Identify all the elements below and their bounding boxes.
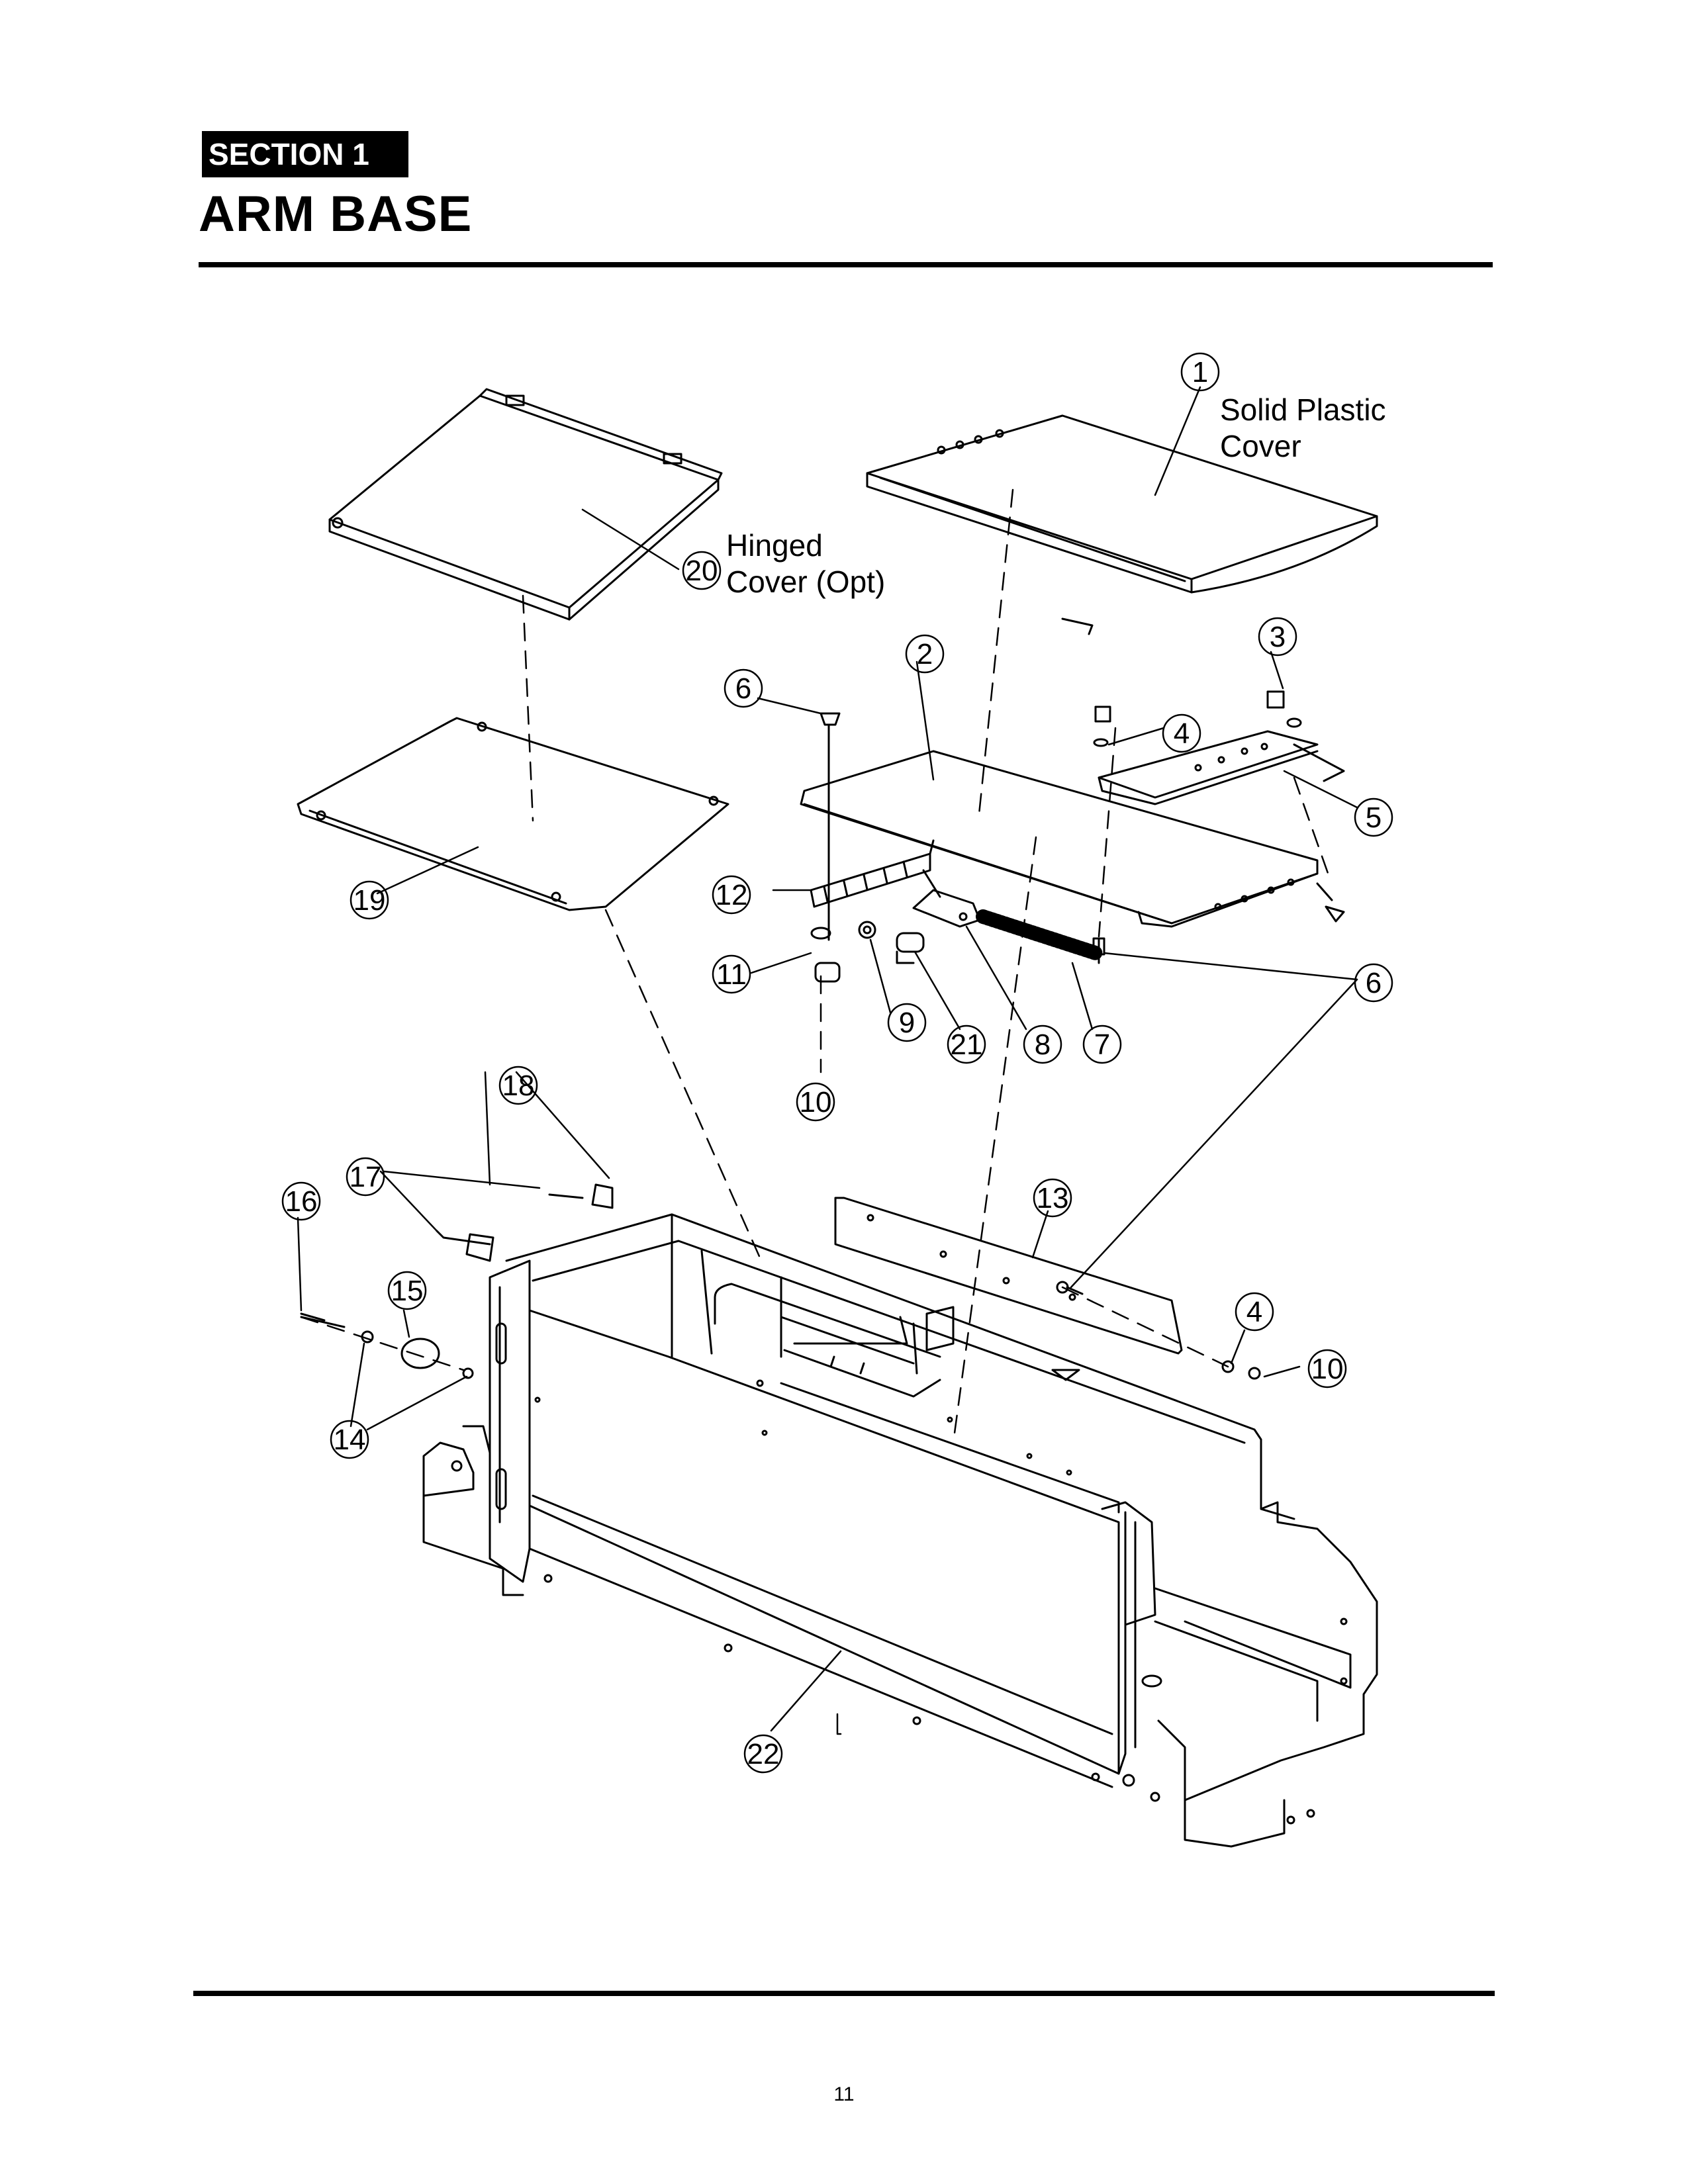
callout-circles: [281, 352, 1393, 1774]
callout-7: 7: [1094, 1028, 1110, 1061]
hinged-cover-drawing: [328, 388, 723, 621]
strip-drawing: [834, 1197, 1183, 1355]
page-title: ARM BASE: [199, 186, 473, 242]
callout-4-top: 4: [1174, 717, 1190, 750]
left-hardware-drawing: [300, 1183, 614, 1379]
callout-20: 20: [686, 555, 718, 587]
callout-3: 3: [1270, 621, 1286, 653]
part-labels: Solid Plastic Cover Hinged Cover (Opt): [726, 392, 1386, 599]
bracket-drawing: [1098, 730, 1345, 805]
callout-8: 8: [1035, 1028, 1051, 1061]
bolts-drawing: [820, 617, 1345, 1295]
leader-lines: [297, 386, 1358, 1735]
base-housing-drawing: [422, 1213, 1378, 1848]
callout-2: 2: [917, 638, 933, 670]
label-hinged-line2: Cover (Opt): [726, 565, 885, 599]
section-tag: SECTION 1: [202, 131, 408, 177]
assembly-lines: [300, 488, 1331, 1444]
callout-numbers: 1 20 2 6 3 4 5 6 12 11 9 21 8 7 10 18 17…: [285, 356, 1382, 1770]
solid-cover-drawing: [866, 414, 1378, 594]
callout-5: 5: [1366, 801, 1382, 834]
arm-plate-drawing: [800, 750, 1319, 928]
label-solid-line1: Solid Plastic: [1220, 392, 1386, 427]
callout-12: 12: [716, 879, 748, 911]
page-number: 11: [833, 2083, 855, 2105]
callout-11: 11: [716, 958, 747, 991]
bottom-rule: [193, 1991, 1495, 1996]
callout-4-bottom: 4: [1246, 1296, 1262, 1328]
callout-14: 14: [334, 1424, 366, 1456]
label-solid-line2: Cover: [1220, 429, 1301, 463]
callout-1: 1: [1192, 356, 1208, 388]
small-hardware-drawing: [810, 690, 1302, 1380]
callout-19: 19: [353, 884, 386, 917]
callout-13: 13: [1037, 1182, 1069, 1214]
spring-anchor-drawing: [912, 889, 981, 928]
callout-22: 22: [747, 1738, 780, 1770]
callout-15: 15: [391, 1275, 424, 1307]
callout-6-right: 6: [1366, 967, 1382, 999]
callout-6-top: 6: [735, 672, 751, 705]
hinge-drawing: [810, 839, 941, 908]
base-panel-drawing: [297, 717, 729, 911]
top-rule: [199, 262, 1493, 267]
spring-drawing: [976, 909, 1103, 960]
callout-10-bottom: 10: [1311, 1353, 1344, 1385]
callout-17: 17: [350, 1161, 382, 1193]
callout-16: 16: [285, 1185, 318, 1218]
label-hinged-line1: Hinged: [726, 528, 823, 563]
callout-21: 21: [951, 1028, 983, 1061]
callout-18: 18: [502, 1069, 535, 1102]
callout-10-top: 10: [800, 1086, 832, 1118]
callout-9: 9: [899, 1007, 915, 1039]
